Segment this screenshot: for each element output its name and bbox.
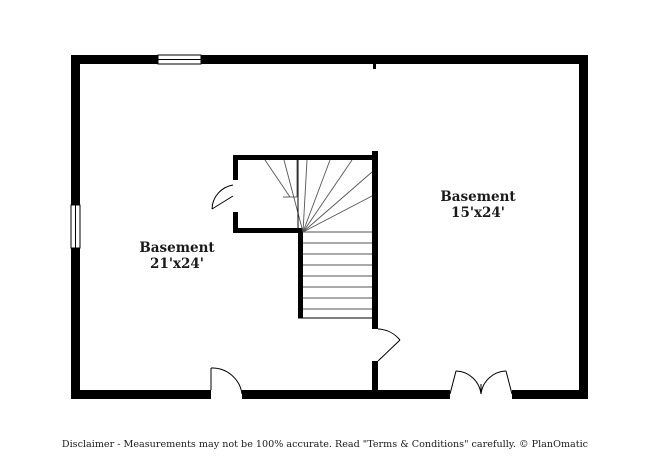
staircase [264,159,373,319]
closet-bottom-wall [233,228,303,233]
top-wall-left [71,55,158,64]
interior-walls [233,151,378,399]
divider-wall-upper [372,151,378,329]
exterior-walls [71,55,588,399]
top-wall-tick [373,64,376,69]
closet-left-wall-lower [233,212,238,232]
room-name-right: Basement [440,189,516,205]
closet-door [211,184,234,210]
stair-left-wall [298,228,303,318]
bottom-wall-right [512,390,588,399]
room-dimensions-right: 15'x24' [451,205,505,221]
closet-top-wall [233,155,378,160]
top-window [157,54,202,65]
bottom-left-door [210,367,243,395]
closet-left-wall-upper [233,155,238,180]
disclaimer-text: Disclaimer - Measurements may not be 100… [62,439,588,450]
left-window [70,204,81,249]
room-name-left: Basement [139,240,215,256]
bottom-wall-left [71,390,211,399]
left-wall-lower [71,248,80,399]
left-wall-upper [71,55,80,205]
room-dimensions-left: 21'x24' [150,256,204,272]
right-wall [579,55,588,399]
divider-wall-lower [372,361,378,399]
stair-door [377,328,401,362]
bottom-wall-middle [242,390,450,399]
double-door [449,370,513,395]
top-wall-right [201,55,588,64]
